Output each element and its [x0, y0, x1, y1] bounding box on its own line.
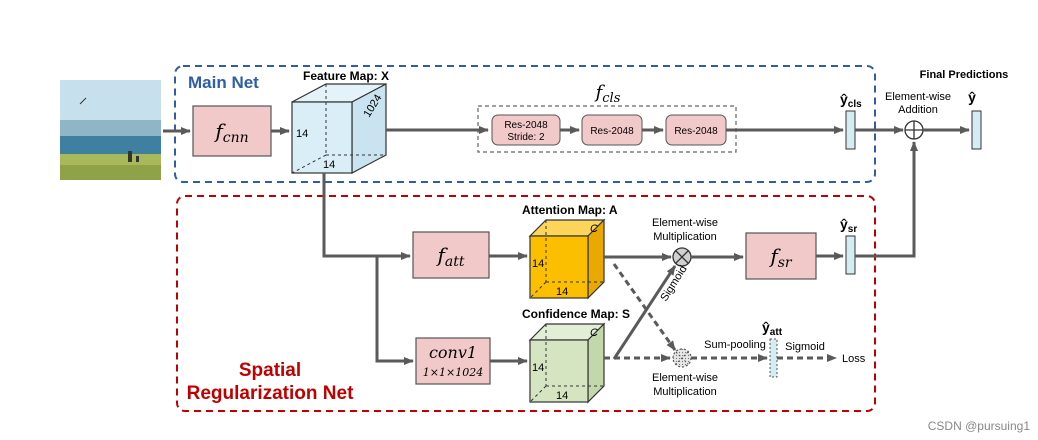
- fcnn-block: [192, 105, 272, 157]
- conv1-dims: 1×1×1024: [423, 366, 483, 379]
- sum-pooling-label: Sum-pooling: [704, 339, 766, 351]
- yatt-vector: [769, 338, 778, 378]
- attention-map-cube: [528, 218, 606, 300]
- attention-map-dim-w: 14: [556, 286, 568, 298]
- final-y-label: ŷ: [968, 89, 976, 105]
- res-block-3-label: Res-2048: [674, 126, 718, 137]
- ysr-vector: [845, 235, 856, 275]
- confidence-map-dim-c: C: [590, 327, 598, 339]
- mult-top-line2: Multiplication: [653, 231, 717, 243]
- attention-map-dim-h: 14: [532, 258, 544, 270]
- res-block-1-line2: Stride: 2: [507, 132, 545, 143]
- srn-region: [176, 195, 876, 412]
- sigmoid-right-label: Sigmoid: [785, 341, 825, 353]
- addition-operator-icon: [904, 120, 924, 140]
- main-net-label: Main Net: [188, 73, 259, 92]
- conv1-label: conv1: [429, 343, 477, 362]
- feature-map-dim-w: 14: [323, 159, 335, 171]
- srn-label-line2: Regularization Net: [187, 383, 354, 404]
- conv1-block: [415, 337, 491, 385]
- addition-line1: Element-wise: [885, 91, 951, 103]
- connectors: [163, 126, 970, 365]
- srn-label-line1: Spatial: [239, 360, 301, 381]
- ycls-label: ŷcls: [840, 91, 862, 110]
- final-predictions-title: Final Predictions: [920, 69, 1009, 81]
- ycls-vector: [845, 110, 856, 150]
- ysr-label: ŷsr: [840, 216, 857, 235]
- confidence-map-title: Confidence Map: S: [522, 307, 630, 321]
- addition-line2: Addition: [898, 104, 938, 116]
- watermark: CSDN @pursuing1: [928, 419, 1031, 433]
- feature-map-cube: [291, 83, 387, 174]
- multiply-operator-icon: [672, 247, 692, 267]
- feature-map-title: Feature Map: X: [303, 69, 389, 83]
- input-image: [60, 80, 161, 180]
- mult-top-line1: Element-wise: [652, 217, 718, 229]
- mult-bottom-line2: Multiplication: [653, 386, 717, 398]
- yatt-label: ŷatt: [762, 319, 783, 338]
- attention-map-dim-c: C: [590, 223, 598, 235]
- confidence-map-dim-w: 14: [556, 390, 568, 402]
- loss-label: Loss: [842, 353, 866, 365]
- confidence-map-cube: [528, 322, 606, 404]
- res-block-2-label: Res-2048: [590, 126, 634, 137]
- sum-pooling-operator-icon: [672, 348, 692, 368]
- main-net-region: [174, 65, 876, 183]
- attention-map-title: Attention Map: A: [522, 203, 618, 217]
- fcls-label: fcls: [594, 82, 621, 106]
- final-vector: [971, 110, 982, 150]
- res-block-1-line1: Res-2048: [504, 120, 548, 131]
- confidence-map-dim-h: 14: [532, 362, 544, 374]
- feature-map-dim-h: 14: [296, 128, 308, 140]
- mult-bottom-line1: Element-wise: [652, 372, 718, 384]
